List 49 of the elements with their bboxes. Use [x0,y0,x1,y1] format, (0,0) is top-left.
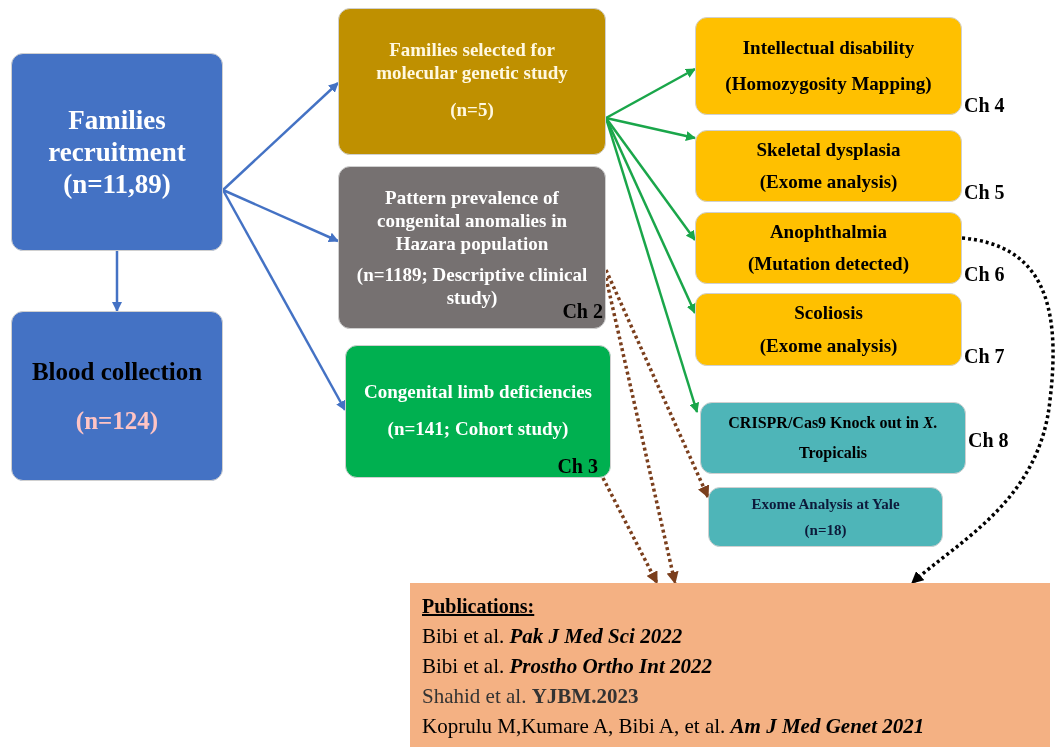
arrow [910,236,1055,585]
chapter-label: Ch 3 [557,454,598,479]
process-box [11,311,223,481]
box-title: Blood collection [31,356,203,387]
citation: Shahid et al. YJBM.2023 [422,683,639,710]
box-subtitle: (Homozygosity Mapping) [725,72,932,96]
box-subtitle: (n=11,89) [63,168,171,200]
box-subtitle: (n=124) [75,406,159,436]
chapter-label: Ch 5 [964,180,1005,205]
box-subtitle: (n=5) [450,98,494,123]
box-title: Intellectual disability [742,35,915,60]
box-subtitle: (Exome analysis) [759,333,898,358]
arrow [222,82,339,191]
heading: Publications: [422,594,535,619]
arrow [604,269,710,499]
arrow [605,116,696,141]
chapter-label: Ch 8 [968,428,1009,453]
process-box [11,53,223,251]
arrow [222,188,339,243]
citation: Bibi et al. Pak J Med Sci 2022 [422,623,683,650]
arrow [605,67,696,120]
arrow [605,117,696,241]
arrow [221,189,347,411]
citation: Bibi et al. Prostho Ortho Int 2022 [422,653,712,680]
box-title: Exome Analysis at Yale [751,494,900,514]
arrow [601,477,659,585]
box-subtitle: (n=18) [804,521,847,540]
box-subtitle: (n=141; Cohort study) [387,416,569,441]
chapter-label: Ch 6 [964,262,1005,287]
box-title: Families selected for molecular genetic study [375,38,569,85]
chapter-label: Ch 4 [964,93,1005,118]
arrow [604,277,679,585]
process-box [345,345,611,478]
box-title: Skeletal dysplasia [756,137,901,162]
process-box [338,166,606,329]
box-title: Anophthalmia [769,219,888,244]
publications-panel [410,583,1050,747]
citation: Koprulu M,Kumare A, Bibi A, et al. Am J Med Genet 2021 [422,713,925,740]
process-box [338,8,606,155]
box-subtitle: (Exome analysis) [759,170,898,194]
process-box [708,487,943,547]
box-title: Pattern prevalence of congenital anomalies in Hazara population [376,186,568,255]
arrow [112,251,122,312]
box-title: Families recruitment [47,104,187,168]
box-subtitle: (Mutation detected) [748,252,909,276]
chapter-label: Ch 7 [964,344,1005,369]
box-title: CRISPR/Cas9 Knock out in X. Tropicalis [727,413,939,464]
box-title: Congenital limb deficiencies [364,379,592,403]
box-title: Scoliosis [794,301,863,325]
